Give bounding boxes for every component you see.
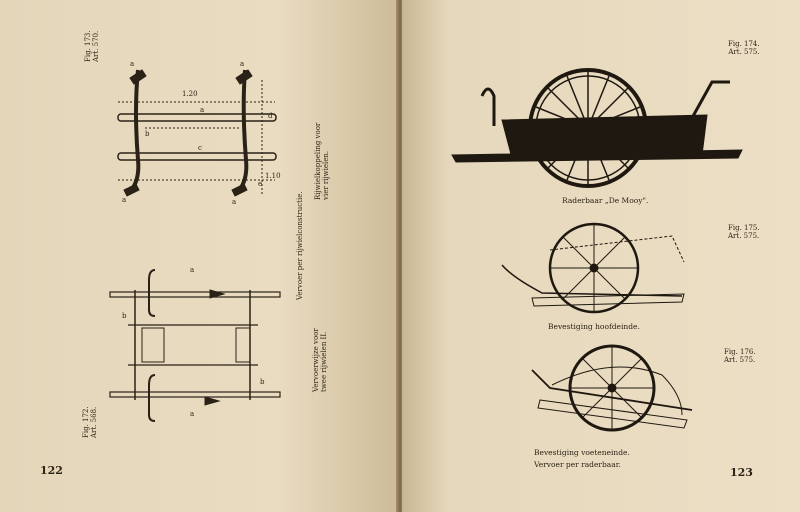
page-number-left: 122 (40, 464, 63, 477)
caption-vervoerwijze: Vervoerwijze voor twee rijwielen II. (312, 328, 328, 392)
dimension-label: 1.20 (182, 90, 198, 98)
left-illustrations (109, 69, 281, 422)
diagram2-letter: b (260, 378, 265, 386)
caption-vervoer-raderbaar: Vervoer per raderbaar. (534, 460, 621, 469)
diagram-letter: a (122, 196, 127, 204)
diagram2-letter: a (190, 266, 195, 274)
fig-172-drawing (109, 269, 281, 422)
book-gutter (396, 0, 404, 512)
page-number-right: 123 (730, 466, 753, 479)
caption-vervoer-rijwielconstructie: Vervoer per rijwielconstructie. (296, 191, 304, 300)
right-illustrations (451, 68, 743, 432)
fig-174-drawing (451, 68, 743, 188)
diagram-letter: c (198, 144, 202, 152)
diagram-letter: d (268, 112, 273, 120)
caption-voeteneinde: Bevestiging voeteneinde. (534, 448, 630, 457)
diagram-letter: e (258, 180, 263, 188)
fig-173-drawing (117, 69, 277, 197)
right-page: Fig. 174. Art. 575. Raderbaar „De Mooy".… (402, 0, 800, 512)
fig-173-label: Fig. 173. Art. 570. (84, 30, 100, 62)
fig-176-label: Fig. 176. Art. 575. (724, 348, 756, 364)
diagram2-letter: b (122, 312, 127, 320)
diagram-letter: a (232, 198, 237, 206)
fig-176-drawing (531, 344, 693, 432)
diagram2-letter: a (190, 410, 195, 418)
diagram-letter: a (130, 60, 135, 68)
caption-rijwielkoppeling: Rijwielkoppeling voor vier rijwielen. (314, 122, 330, 200)
fig-174-label: Fig. 174. Art. 575. (728, 40, 760, 56)
diagram-letter: b (145, 130, 150, 138)
caption-hoofdeinde: Bevestiging hoofdeinde. (548, 322, 640, 331)
left-page: Fig. 173. Art. 570. a a a a 1.20 a b c d… (0, 0, 398, 512)
dimension-label: 1.10 (265, 172, 281, 180)
caption-raderbaar: Raderbaar „De Mooy". (562, 196, 649, 205)
diagram-letter: a (240, 60, 245, 68)
fig-172-label: Fig. 172. Art. 568. (82, 406, 98, 438)
diagram-letter: a (200, 106, 205, 114)
fig-175-drawing (501, 222, 685, 314)
fig-175-label: Fig. 175. Art. 575. (728, 224, 760, 240)
